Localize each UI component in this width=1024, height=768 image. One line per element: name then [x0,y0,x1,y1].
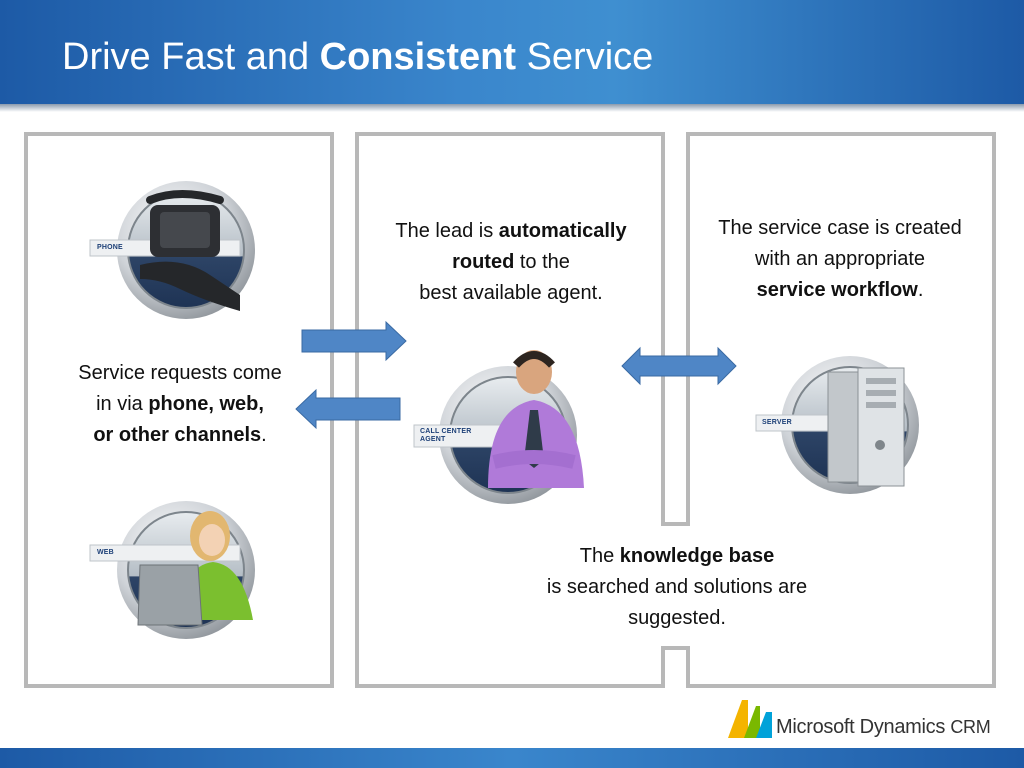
brand-name: Microsoft Dynamics [776,716,946,738]
agent-avatar [413,350,584,504]
middle-line-2-post: to the [514,251,570,273]
brand-suffix: CRM [950,717,991,737]
title-part-1: Drive Fast and [62,36,320,78]
slide-title: Drive Fast and Consistent Service [62,36,653,79]
title-bar-shadow [0,104,1024,112]
left-line-2-pre: in via [96,393,149,415]
left-panel-text: Service requests come in via phone, web,… [30,358,330,451]
middle-right-panel [355,132,996,688]
right-line-1: The service case is created [718,217,962,239]
knowledge-line-2: is searched and solutions are [546,576,808,598]
title-part-3: Service [516,36,654,78]
right-panel-text: The service case is created with an appr… [690,213,990,306]
middle-line-1-bold: automatically [498,220,627,242]
knowledge-line-3: suggested. [628,607,726,629]
left-line-1: Service requests come [78,362,282,384]
knowledge-line-1-bold: knowledge base [619,545,775,567]
right-line-3-post: . [917,279,924,301]
server-avatar [755,356,919,494]
middle-panel-text: The lead is automatically routed to the … [361,216,661,309]
phone-icon [140,190,240,311]
right-line-3-bold: service workflow [756,279,918,301]
brand-logo-text: Microsoft Dynamics CRM [776,716,991,739]
left-line-2-bold: phone, web, [148,393,264,415]
footer-bar [0,748,1024,768]
title-bold: Consistent [319,36,517,78]
phone-label: PHONE [97,244,123,251]
web-avatar [89,501,255,639]
woman-at-laptop-icon [137,511,253,626]
middle-line-2-bold: routed [452,251,515,273]
title-bar [0,0,1024,104]
knowledge-base-text: The knowledge base is searched and solut… [512,541,842,634]
call-center-agent-icon [488,350,584,488]
arrow-left [295,388,401,430]
web-label: WEB [97,549,114,556]
left-line-3-post: . [261,424,267,446]
right-line-2: with an appropriate [754,248,926,270]
arrow-double [621,346,737,386]
arrow-right [301,320,407,362]
middle-line-3: best available agent. [419,282,603,304]
server-tower-icon [827,367,905,487]
middle-line-1-pre: The lead is [395,220,499,242]
agent-label-line-1: CALL CENTER [420,428,472,435]
phone-avatar [89,181,255,319]
server-label: SERVER [762,419,792,426]
dynamics-logo-icon [728,700,772,738]
agent-label-line-2: AGENT [420,436,446,443]
knowledge-line-1-pre: The [579,545,620,567]
left-line-3-bold: or other channels [93,424,262,446]
